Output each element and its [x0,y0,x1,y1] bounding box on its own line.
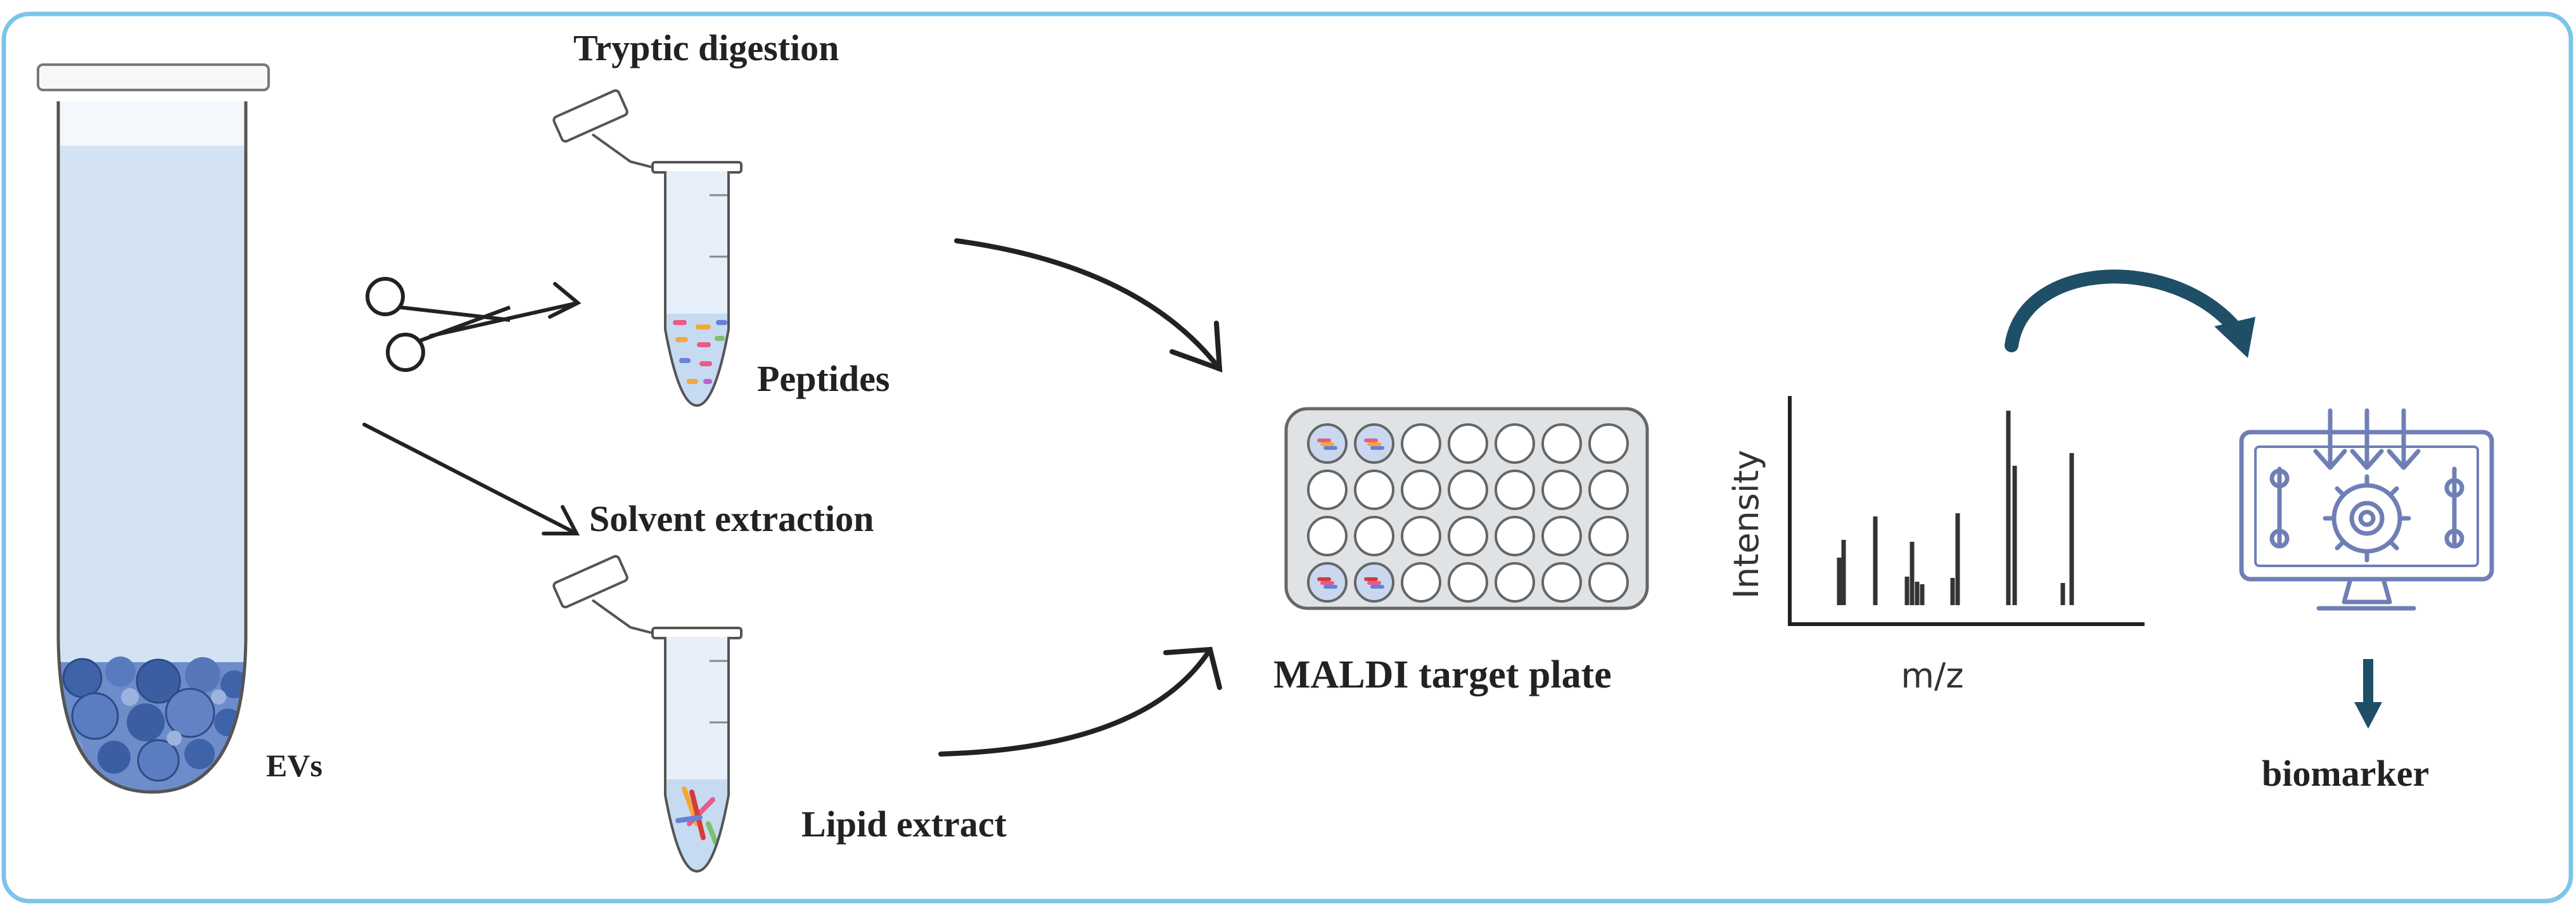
lipid-extract-label: Lipid extract [801,803,1007,845]
branch-arrow-lower [362,423,580,535]
plate-well [1401,470,1441,510]
sample-spot [1320,581,1334,585]
down-arrow-to-biomarker [2354,659,2382,729]
sample-spot [1367,581,1381,585]
computer-analysis-icon [2239,408,2494,611]
plate-well [1354,470,1394,510]
plate-well [1401,562,1441,603]
plate-well [1541,423,1582,464]
sample-spot [1364,577,1378,581]
peptide-fragments [673,320,727,384]
curved-arrow-to-analysis [2005,269,2255,358]
plate-well [1588,423,1629,464]
plate-well [1588,470,1629,510]
sample-spot [1320,442,1334,446]
arrow-lipids-to-plate [938,646,1222,757]
plate-well [1307,470,1348,510]
tube-cap [37,63,270,91]
mass-spectrum: Intensity m/z [1726,396,2145,696]
plate-well [1541,516,1582,556]
sample-spot [1370,446,1384,450]
sample-spot [1317,577,1331,581]
sample-spot [1323,446,1337,450]
spectrum-ylabel: Intensity [1726,450,1766,599]
spectrum-peaks [1837,411,2074,605]
biomarker-label: biomarker [2262,753,2429,794]
arrow-peptides-to-plate [954,238,1223,373]
sample-spot [1364,438,1378,442]
ev-sample-tube [37,63,270,794]
plate-well [1401,423,1441,464]
evs-label: EVs [266,748,322,783]
maldi-target-plate [1284,407,1649,610]
plate-well [1495,562,1535,603]
solvent-extraction-label: Solvent extraction [589,498,874,539]
maldi-target-plate-label: MALDI target plate [1273,653,1612,696]
plate-well [1448,470,1488,510]
plate-well [1448,562,1488,603]
plate-well [1495,470,1535,510]
sample-spot [1317,438,1331,442]
plate-well [1495,423,1535,464]
plate-well [1448,516,1488,556]
spectrum-xlabel: m/z [1901,656,1963,696]
plate-well [1588,516,1629,556]
sample-spot [1323,585,1337,589]
plate-well [1354,516,1394,556]
plate-well [1448,423,1488,464]
branch-arrow-upper [429,282,582,338]
plate-well [1307,516,1348,556]
lipid-tube [552,554,743,873]
plate-wells [1307,423,1629,603]
tryptic-digestion-label: Tryptic digestion [573,27,839,68]
plate-well [1541,562,1582,603]
sample-spot [1367,442,1381,446]
plate-well [1541,470,1582,510]
plate-well [1588,562,1629,603]
sample-spot [1370,585,1384,589]
lipid-molecules [675,786,718,845]
plate-well [1401,516,1441,556]
plate-well [1495,516,1535,556]
peptides-label: Peptides [757,358,889,399]
